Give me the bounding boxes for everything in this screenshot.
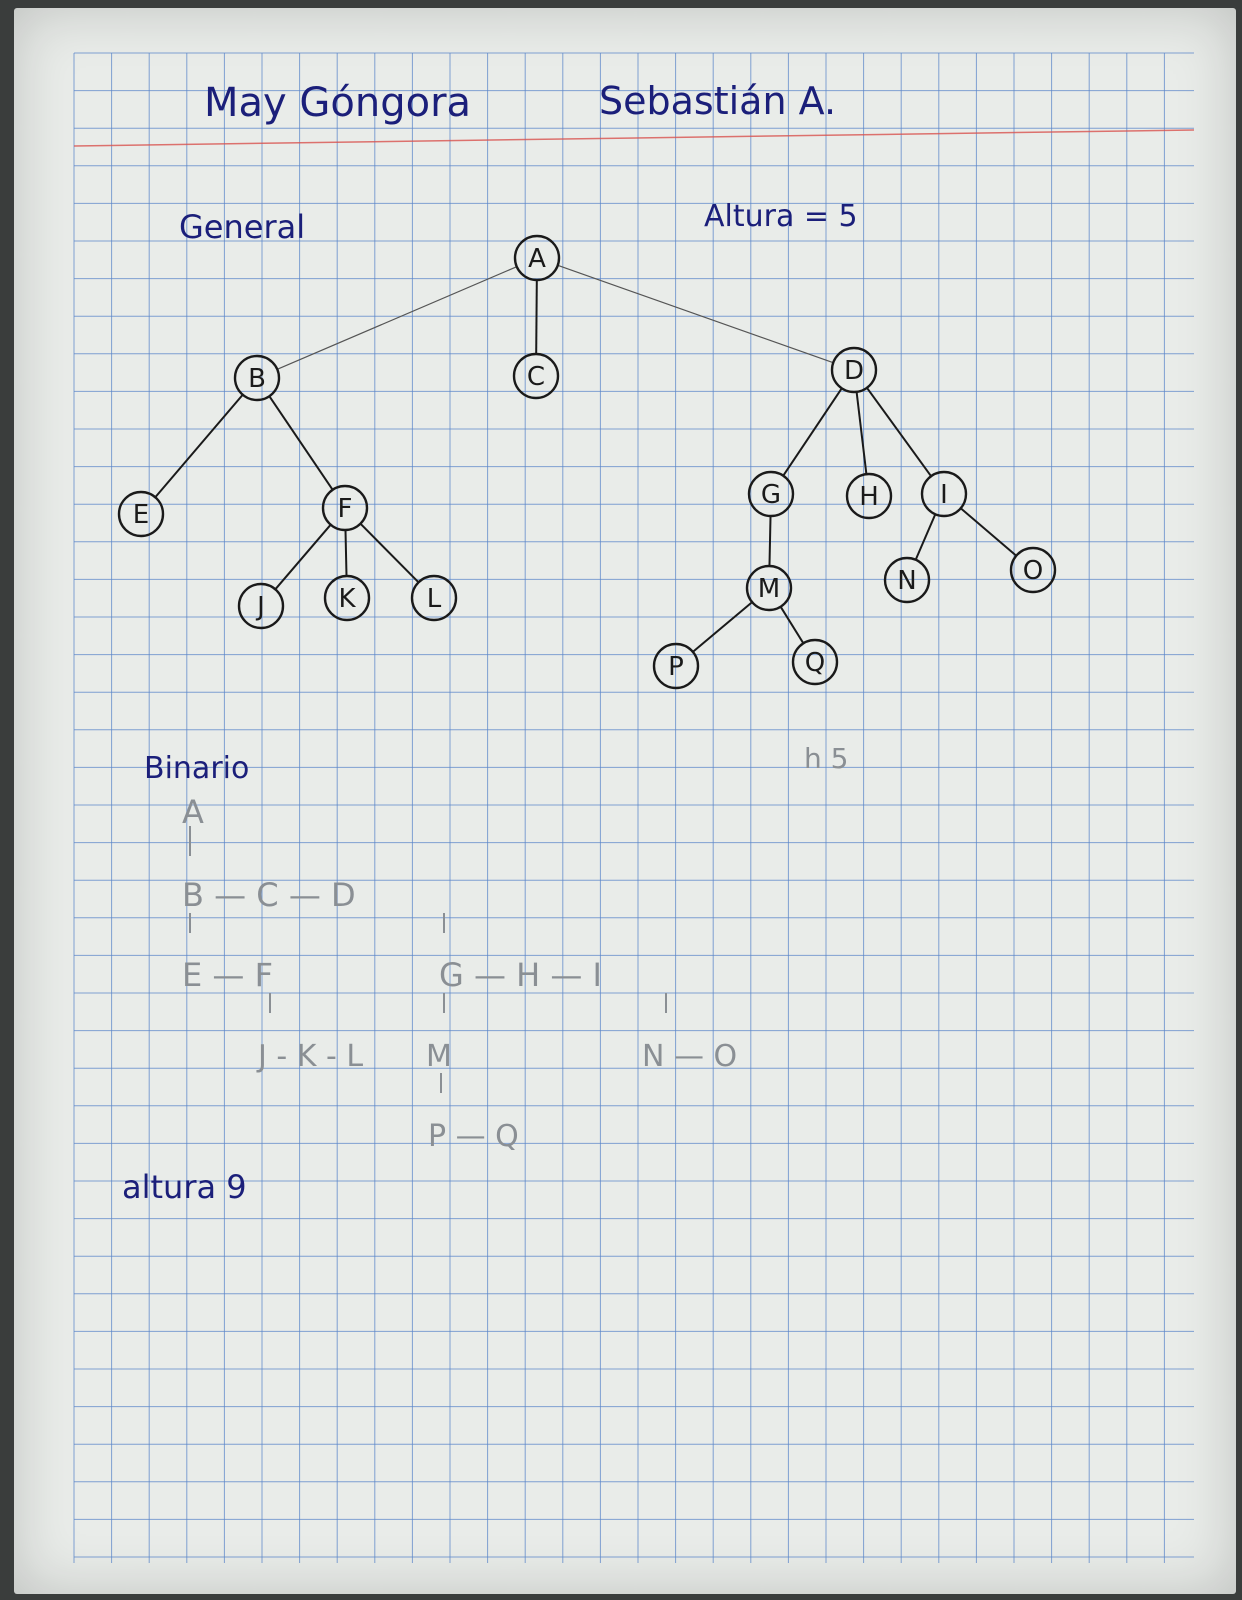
header: May Góngora Sebastián A. [204, 79, 836, 126]
node-label: C [527, 362, 545, 392]
tree-node-n: N [883, 556, 931, 604]
binary-row-pq: P — Q [428, 1119, 519, 1154]
edge-b-f [268, 395, 334, 491]
edge-d-h [855, 391, 868, 475]
tree-node-g: G [747, 470, 795, 518]
tree-nodes: A B C D E F G H I J K L M N O P Q [117, 234, 1057, 690]
node-circle [791, 638, 839, 686]
edge-i-o [960, 507, 1017, 557]
node-label: J [255, 592, 265, 622]
node-label: A [528, 244, 546, 274]
node-circle [845, 472, 893, 520]
binary-row-m: M [426, 1039, 452, 1074]
node-label: H [859, 482, 879, 512]
tree-node-e: E [117, 490, 165, 538]
tree-node-o: O [1009, 546, 1057, 594]
tree-node-c: C [512, 352, 560, 400]
node-label: G [761, 480, 781, 510]
general-title: General [179, 208, 305, 246]
binary-row-bcd: B — C — D [182, 876, 356, 914]
margin-line [73, 129, 1195, 147]
node-circle [1009, 546, 1057, 594]
node-label: B [248, 364, 266, 394]
tree-node-p: P [652, 642, 700, 690]
node-label: O [1023, 556, 1043, 586]
tree-node-h: H [845, 472, 893, 520]
node-circle [233, 354, 281, 402]
notebook-drawing: May Góngora Sebastián A. General Altura … [73, 52, 1195, 1563]
edge-d-i [866, 387, 932, 477]
tree-node-j: J [237, 582, 285, 630]
edge-f-j [274, 524, 332, 590]
tree-edges [154, 264, 1017, 653]
node-label: K [338, 584, 356, 614]
node-circle [830, 346, 878, 394]
tree-node-m: M [745, 564, 793, 612]
edge-a-b [276, 266, 518, 370]
binary-row-jkl: J - K - L [256, 1039, 363, 1074]
node-circle [321, 484, 369, 532]
grid-lines [73, 52, 1195, 1563]
binary-row-ghi: G — H — I [439, 956, 602, 994]
edge-g-m [768, 515, 772, 567]
node-circle [745, 564, 793, 612]
edge-b-e [154, 394, 244, 498]
tree-node-l: L [410, 574, 458, 622]
node-circle [747, 470, 795, 518]
node-label: Q [805, 648, 825, 678]
node-label: N [897, 566, 916, 596]
node-circle [323, 574, 371, 622]
node-circle [237, 582, 285, 630]
node-circle [117, 490, 165, 538]
node-circle [513, 234, 561, 282]
binary-row-no: N — O [642, 1039, 737, 1074]
tree-node-i: I [920, 470, 968, 518]
node-circle [883, 556, 931, 604]
edge-f-l [359, 522, 420, 584]
binary-tree-section: Binario A B — C — D E — F G — H — I J - … [122, 751, 737, 1206]
notebook-page: May Góngora Sebastián A. General Altura … [14, 8, 1236, 1594]
binary-row-a: A [182, 793, 204, 831]
node-label: I [940, 480, 948, 510]
edge-a-c [535, 279, 538, 355]
pencil-height-note: h 5 [804, 742, 848, 775]
binary-height-label: altura 9 [122, 1168, 247, 1206]
edge-m-p [692, 601, 753, 653]
tree-node-d: D [830, 346, 878, 394]
node-label: E [133, 500, 149, 530]
node-circle [512, 352, 560, 400]
tree-node-k: K [323, 574, 371, 622]
tree-node-b: B [233, 354, 281, 402]
edge-d-g [782, 387, 843, 477]
edge-a-d [557, 264, 834, 364]
binary-title: Binario [144, 751, 249, 786]
tree-node-a: A [513, 234, 561, 282]
node-label: D [844, 356, 864, 386]
edge-m-q [779, 606, 805, 644]
student-name-left: May Góngora [204, 80, 471, 126]
tree-node-f: F [321, 484, 369, 532]
node-circle [410, 574, 458, 622]
student-name-right: Sebastián A. [599, 79, 836, 123]
node-circle [920, 470, 968, 518]
node-circle [652, 642, 700, 690]
node-label: L [427, 584, 442, 614]
node-label: F [338, 494, 353, 524]
edge-i-n [914, 513, 937, 561]
general-tree-section: General Altura = 5 A B C D E F G H I J K L M N O P Q h 5 [117, 199, 1057, 775]
tree-node-q: Q [791, 638, 839, 686]
node-label: P [668, 652, 684, 682]
binary-row-ef: E — F [182, 956, 273, 994]
general-height-label: Altura = 5 [704, 199, 858, 234]
node-label: M [758, 574, 780, 604]
edge-f-k [344, 529, 348, 577]
